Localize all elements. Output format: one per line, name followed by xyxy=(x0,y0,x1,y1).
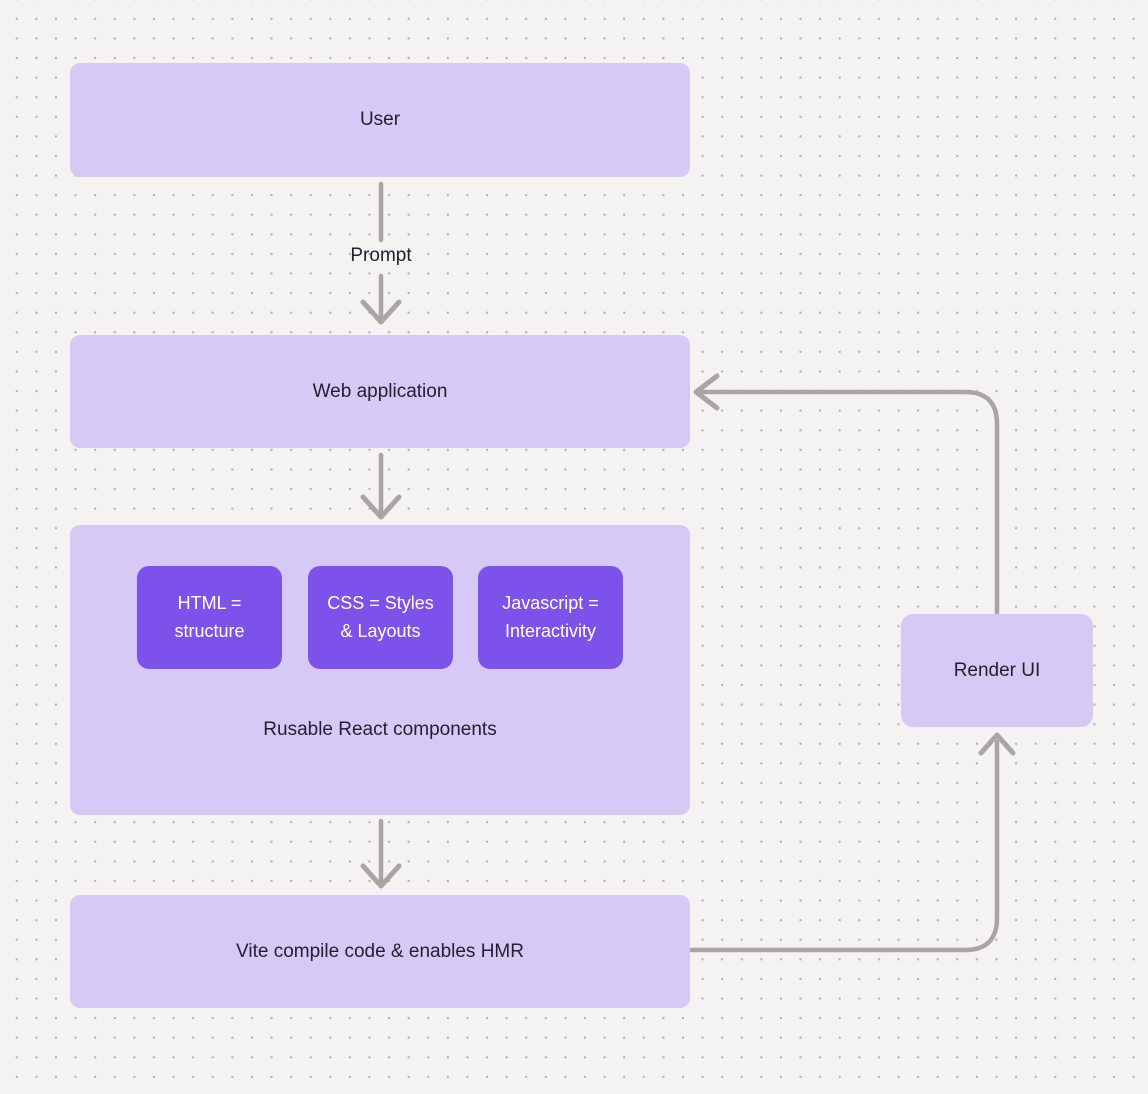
node-javascript-interactivity-label: Javascript = Interactivity xyxy=(502,592,599,641)
node-vite-compile[interactable]: Vite compile code & enables HMR xyxy=(70,895,690,1008)
node-css-styles-label: CSS = Styles & Layouts xyxy=(327,592,434,641)
node-html-structure[interactable]: HTML = structure xyxy=(137,566,282,669)
node-user[interactable]: User xyxy=(70,63,690,177)
node-web-application-label: Web application xyxy=(312,380,448,402)
node-render-ui[interactable]: Render UI xyxy=(901,614,1093,727)
arrowhead-down-icon xyxy=(360,299,402,325)
node-css-styles[interactable]: CSS = Styles & Layouts xyxy=(308,566,453,669)
arrowhead-left-icon xyxy=(693,373,720,411)
node-user-label: User xyxy=(359,109,401,130)
arrowhead-down-icon xyxy=(360,863,402,889)
connector-vite-to-render xyxy=(688,739,1000,953)
node-vite-compile-label: Vite compile code & enables HMR xyxy=(236,940,524,962)
node-html-structure-label: HTML = structure xyxy=(174,592,245,641)
node-render-ui-label: Render UI xyxy=(953,659,1041,681)
connector-render-to-webapp xyxy=(698,389,1000,616)
node-web-application[interactable]: Web application xyxy=(70,335,690,448)
arrowhead-up-icon xyxy=(978,732,1016,756)
node-react-components-group[interactable]: HTML = structure CSS = Styles & Layouts … xyxy=(70,525,690,815)
edge-label-prompt: Prompt xyxy=(350,245,412,266)
react-components-caption: Rusable React components xyxy=(263,719,497,740)
node-javascript-interactivity[interactable]: Javascript = Interactivity xyxy=(478,566,623,669)
arrowhead-down-icon xyxy=(360,494,402,520)
